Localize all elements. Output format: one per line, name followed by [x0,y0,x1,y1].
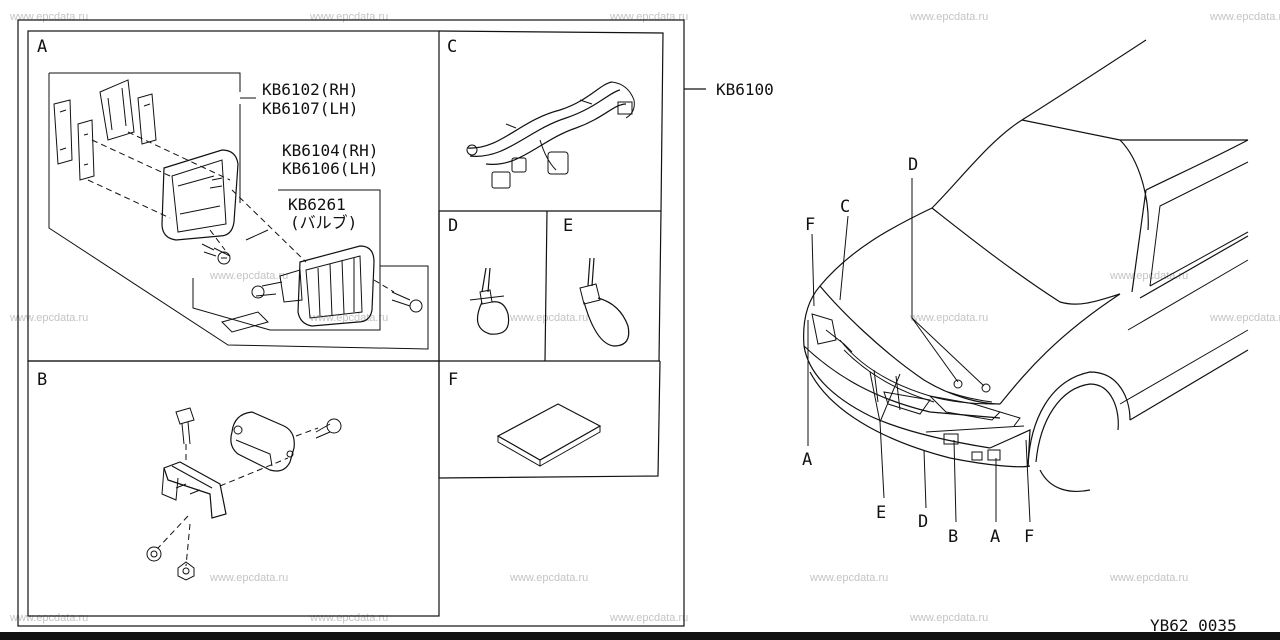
watermark: www.epcdata.ru [309,612,388,624]
watermark: www.epcdata.ru [909,312,988,324]
watermark: www.epcdata.ru [309,11,388,23]
panel-a-exploded-outline [48,72,429,350]
callout-d-bottom: D [918,512,928,532]
callout-f-bottom: F [1024,527,1034,547]
callout-a-bottom: A [990,527,1000,547]
car-front-icon [803,39,1249,492]
pad-icon [496,403,602,467]
watermark: www.epcdata.ru [609,612,688,624]
kit-part-number: KB6100 [716,80,774,99]
watermark: www.epcdata.ru [809,572,888,584]
diagram-code: YB62 0035 [1150,616,1237,635]
panel-b-letter: B [37,370,47,390]
outer-frame [17,19,685,627]
panel-d-letter: D [448,216,458,236]
wire-harness-icon [466,81,635,189]
part-label-unit-lh: KB6106(LH) [282,159,378,178]
callout-b-bottom: B [948,527,958,547]
callout-d-top: D [908,155,918,175]
fog-lamp-icon [230,411,295,472]
callout-f-top: F [805,215,815,235]
bracket-icon [161,461,227,519]
part-label-bulb-note: (バルブ) [290,213,357,232]
watermark: www.epcdata.ru [1109,572,1188,584]
cable-tie-icon [579,257,630,347]
bottom-bar [0,632,1280,640]
pad-icon [221,311,269,333]
watermark: www.epcdata.ru [9,11,88,23]
watermark: www.epcdata.ru [9,612,88,624]
bolt-icon [175,407,195,445]
nut-icon [177,561,195,581]
fog-lamp-icon [161,149,239,241]
panel-c-letter: C [447,37,457,57]
part-label-unit-rh: KB6104(RH) [282,141,378,160]
panel-c-frame [438,30,664,212]
panel-f-letter: F [448,370,458,390]
nut-icon [146,546,162,562]
watermark: www.epcdata.ru [309,312,388,324]
panel-a-letter: A [37,37,47,57]
watermark: www.epcdata.ru [909,612,988,624]
bolt-icon [391,291,423,313]
bolt-icon [315,418,342,439]
panel-d-frame [438,210,662,362]
watermark: www.epcdata.ru [609,11,688,23]
bracket-icon [53,79,157,181]
callout-c-top: C [840,197,850,217]
watermark: www.epcdata.ru [509,572,588,584]
callout-e-bottom: E [876,503,886,523]
watermark: www.epcdata.ru [1109,270,1188,282]
watermark: www.epcdata.ru [9,312,88,324]
watermark: www.epcdata.ru [909,11,988,23]
part-label-bulb: KB6261 [288,195,346,214]
watermark-layer: www.epcdata.ru www.epcdata.ru www.epcdat… [9,11,1280,624]
panel-b-drawing [146,407,342,581]
callout-leaders [807,178,1031,523]
panel-e-letter: E [563,216,573,236]
watermark: www.epcdata.ru [209,270,288,282]
fog-lamp-unit-icon [251,245,375,327]
watermark: www.epcdata.ru [509,312,588,324]
panel-f-frame [438,360,661,479]
panel-a-drawing: KB6102(RH) KB6107(LH) KB6104(RH) KB6106(… [48,72,429,350]
watermark: www.epcdata.ru [209,572,288,584]
panel-b-frame [27,360,440,617]
bolt-icon [201,243,231,265]
callout-a-left: A [802,450,812,470]
cable-tie-icon [469,267,510,335]
part-label-lamp-lh: KB6107(LH) [262,99,358,118]
watermark: www.epcdata.ru [1209,11,1280,23]
watermark: www.epcdata.ru [1209,312,1280,324]
part-label-lamp-rh: KB6102(RH) [262,80,358,99]
